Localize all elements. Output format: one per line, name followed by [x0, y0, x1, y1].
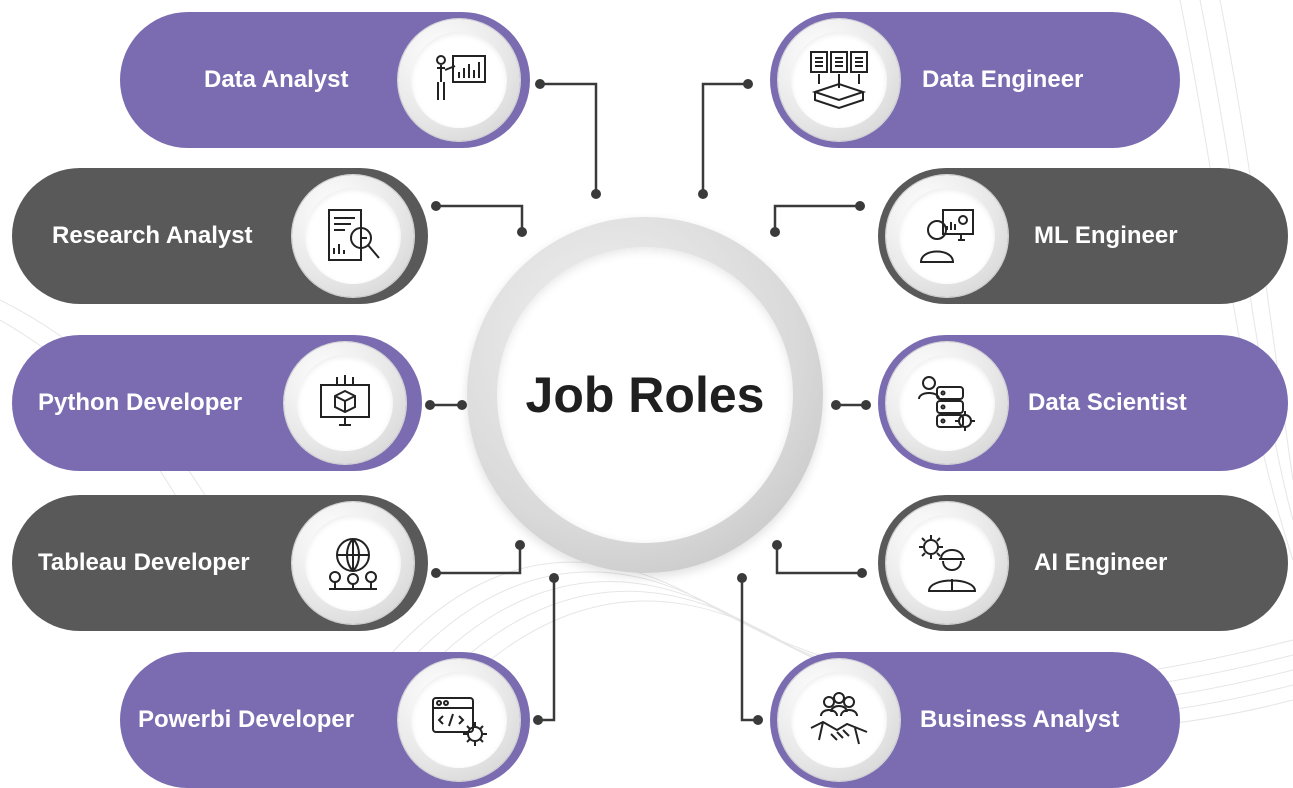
monitor-cube-icon — [320, 375, 370, 426]
center-ring: Job Roles — [467, 217, 823, 573]
icon-ring — [778, 19, 900, 141]
role-pill-data-engineer: Data Engineer — [770, 12, 1180, 148]
role-label-data-scientist: Data Scientist — [1028, 389, 1187, 416]
icon-ring — [778, 659, 900, 781]
report-magnifier-icon — [328, 209, 380, 261]
icon-ring — [398, 19, 520, 141]
role-label-ai-engineer: AI Engineer — [1034, 549, 1168, 576]
globe-network-icon — [329, 538, 377, 590]
role-label-tableau-developer: Tableau Developer — [38, 549, 250, 576]
presentation-chart-icon — [436, 55, 486, 100]
role-label-research-analyst: Research Analyst — [52, 222, 253, 249]
role-label-powerbi-developer: Powerbi Developer — [138, 706, 355, 733]
role-pill-data-analyst: Data Analyst — [120, 12, 530, 148]
icon-ring — [292, 502, 414, 624]
database-user-gear-icon — [918, 376, 975, 431]
role-label-ml-engineer: ML Engineer — [1034, 222, 1178, 249]
role-pill-python-developer: Python Developer — [12, 335, 422, 471]
role-pill-powerbi-developer: Powerbi Developer — [120, 652, 530, 788]
role-label-python-developer: Python Developer — [38, 389, 243, 416]
role-pill-ai-engineer: AI Engineer — [878, 495, 1288, 631]
icon-ring — [886, 175, 1008, 297]
icon-ring — [886, 342, 1008, 464]
icon-ring — [292, 175, 414, 297]
role-pill-tableau-developer: Tableau Developer — [12, 495, 428, 631]
icon-ring — [886, 502, 1008, 624]
role-pill-ml-engineer: ML Engineer — [878, 168, 1288, 304]
code-window-gear-icon — [432, 697, 487, 746]
center-title: Job Roles — [525, 367, 765, 423]
role-label-business-analyst: Business Analyst — [920, 706, 1120, 733]
role-pill-business-analyst: Business Analyst — [770, 652, 1180, 788]
role-pill-data-scientist: Data Scientist — [878, 335, 1288, 471]
documents-database-icon — [810, 51, 868, 110]
engineer-gear-icon — [919, 535, 977, 592]
icon-ring — [398, 659, 520, 781]
icon-ring — [284, 342, 406, 464]
center-circle: Job Roles — [497, 247, 793, 543]
role-label-data-engineer: Data Engineer — [922, 66, 1084, 93]
user-screen-icon — [919, 209, 974, 263]
role-pill-research-analyst: Research Analyst — [12, 168, 428, 304]
handshake-team-icon — [810, 692, 868, 745]
role-label-data-analyst: Data Analyst — [204, 66, 349, 93]
